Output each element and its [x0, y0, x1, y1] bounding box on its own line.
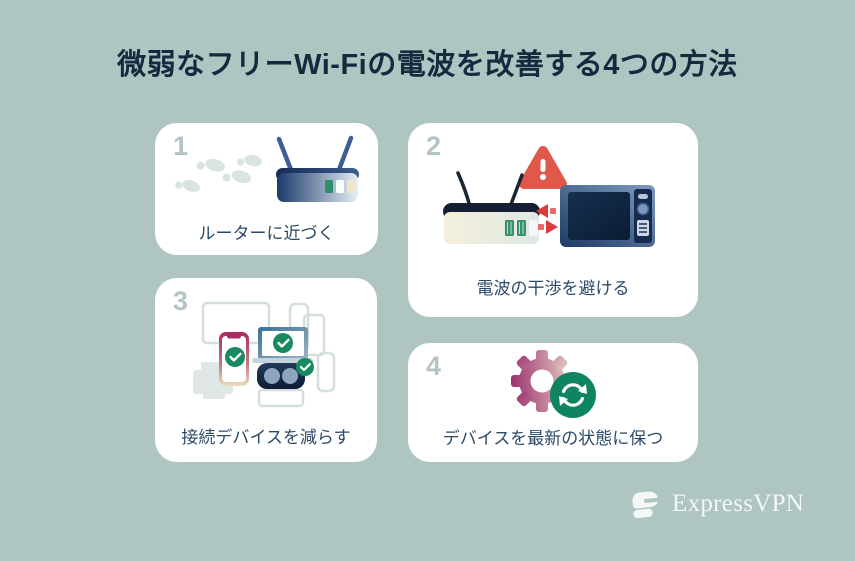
router-footprints-icon — [175, 135, 359, 202]
expressvpn-logo-icon — [632, 491, 659, 518]
warning-icon — [519, 146, 567, 189]
card-number: 4 — [426, 351, 442, 381]
footprints-icon — [175, 154, 263, 192]
connected-devices-checks-icon — [193, 301, 336, 408]
check-icon — [296, 358, 314, 376]
interference-arrows-icon — [536, 204, 558, 234]
refresh-icon — [550, 372, 596, 418]
expressvpn-logo-text: ExpressVPN — [672, 490, 805, 517]
gear-refresh-icon — [511, 350, 596, 418]
smartphone-icon — [219, 332, 249, 386]
card-number: 2 — [426, 131, 442, 161]
page-title: 微弱なフリーWi-Fiの電波を改善する4つの方法 — [117, 49, 738, 81]
card-label: ルーターに近づく — [198, 224, 335, 243]
laptop-icon — [252, 327, 313, 363]
card-keep-devices-updated: 4 デバイスを最新の状態に保つ — [408, 343, 698, 462]
check-icon — [273, 333, 293, 353]
router-microwave-warning-icon — [443, 146, 655, 247]
card-number: 3 — [173, 286, 189, 316]
router-icon — [276, 135, 359, 202]
card-number: 1 — [173, 131, 189, 161]
card-approach-router: 1 ルーターに近づく — [155, 123, 378, 255]
router-icon — [443, 171, 540, 244]
card-reduce-devices: 3 接続デバイスを減らす — [155, 278, 377, 462]
expressvpn-logo: ExpressVPN — [630, 486, 804, 522]
card-label: デバイスを最新の状態に保つ — [442, 429, 664, 448]
card-avoid-interference: 2 電波の干渉を避ける — [408, 123, 698, 317]
vr-headset-icon — [257, 358, 314, 389]
check-icon — [225, 347, 245, 367]
card-label: 電波の干渉を避ける — [476, 279, 630, 298]
card-label: 接続デバイスを減らす — [181, 428, 351, 447]
microwave-icon — [560, 185, 655, 247]
